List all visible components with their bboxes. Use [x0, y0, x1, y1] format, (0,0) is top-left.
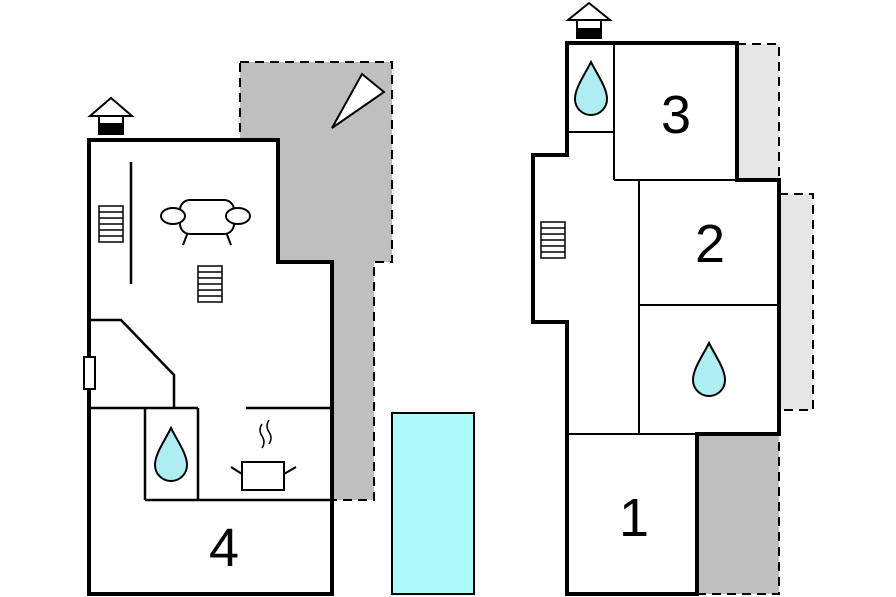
terrace-area-upper-right: [736, 43, 780, 181]
stairs-icon: [197, 265, 223, 303]
sofa-icon: [160, 199, 251, 246]
terrace-area-middle-right: [778, 193, 814, 411]
room-label-2: 2: [695, 214, 725, 274]
water-drop-icon: [691, 340, 727, 397]
cooking-pot-icon: [230, 419, 297, 491]
chimney-icon: [565, 1, 613, 39]
door-icon: [83, 356, 96, 390]
floor-plan-left: 4: [83, 61, 393, 596]
water-drop-icon: [153, 425, 189, 482]
room-label-4: 4: [209, 518, 239, 578]
chimney-icon: [87, 96, 135, 135]
room-label-3: 3: [661, 85, 691, 145]
stairs-icon: [98, 205, 124, 243]
water-drop-icon: [573, 59, 609, 116]
interior-wall: [91, 318, 176, 408]
stairs-icon: [540, 221, 566, 259]
pool-icon: [391, 412, 475, 595]
compass-icon: [331, 72, 386, 129]
room-label-1: 1: [619, 488, 649, 548]
floor-plan-right: 3 2 1: [531, 1, 814, 596]
terrace-area-lower-right: [696, 433, 780, 595]
